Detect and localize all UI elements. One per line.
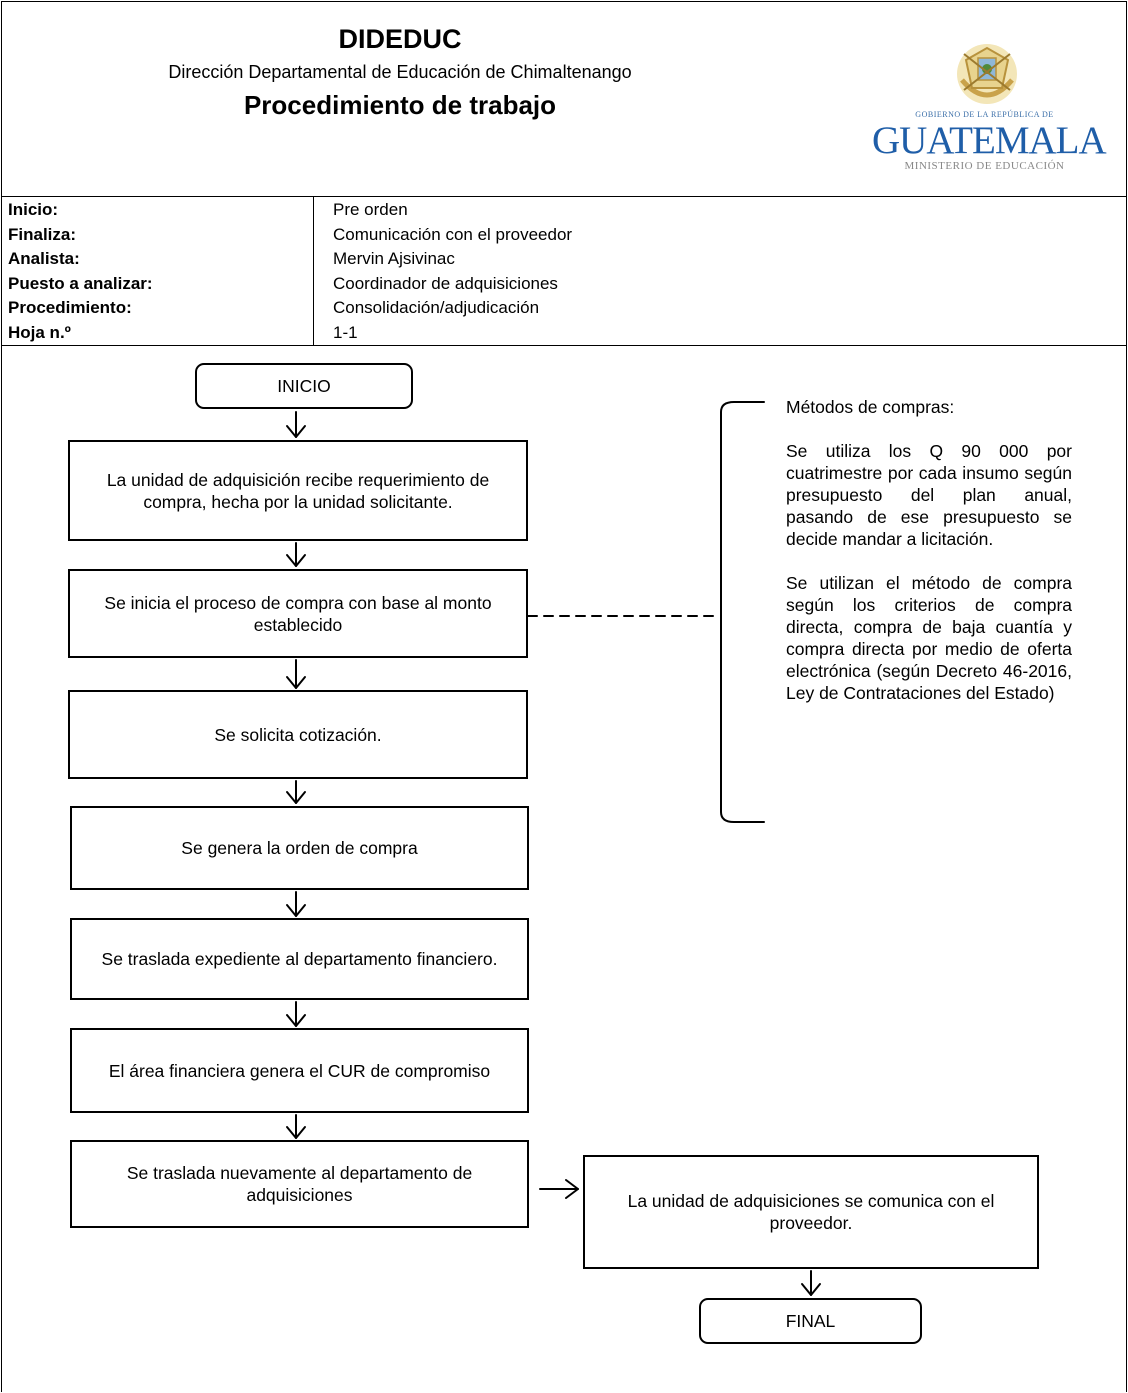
document-title: Procedimiento de trabajo [243,90,557,120]
flow-end-terminal: FINAL [699,1298,922,1344]
info-value-procedimiento: Consolidación/adjudicación [333,298,540,317]
flow-start-terminal: INICIO [195,363,413,409]
logo-main-text: GUATEMALA [872,119,1107,162]
coat-of-arms-icon [957,44,1017,104]
org-title: DIDEDUC [338,24,462,54]
logo-small-text: GOBIERNO DE LA REPÚBLICA DE [915,110,1054,119]
note-paragraph-2: Se utilizan el método de compra según lo… [786,573,1072,703]
arrow-down-1 [286,411,306,438]
flow-step-6: El área financiera genera el CUR de comp… [70,1028,529,1113]
arrow-down-7 [286,1114,306,1139]
org-subtitle: Dirección Departamental de Educación de … [168,62,632,82]
info-value-analista: Mervin Ajsivinac [333,249,455,268]
guatemala-ministry-logo: GOBIERNO DE LA REPÚBLICA DE GUATEMALA MI… [872,40,1107,180]
flow-step-3: Se solicita cotización. [68,690,528,779]
note-title: Métodos de compras: [786,397,955,417]
flow-step-1: La unidad de adquisición recibe requerim… [68,440,528,541]
flow-step-2: Se inicia el proceso de compra con base … [68,569,528,658]
info-label-inicio: Inicio: [8,200,59,219]
info-divider [1,345,1127,346]
info-column-divider [313,196,314,345]
info-label-hoja: Hoja n.º [8,323,71,342]
flow-step-5: Se traslada expediente al departamento f… [70,918,529,1000]
info-label-puesto: Puesto a analizar: [8,274,153,293]
arrow-down-3 [286,659,306,689]
annotation-bracket [720,401,765,823]
arrow-down-9 [801,1270,821,1296]
info-value-finaliza: Comunicación con el proveedor [333,225,573,244]
info-value-inicio: Pre orden [333,200,408,219]
flow-step-7: Se traslada nuevamente al departamento d… [70,1140,529,1228]
info-value-puesto: Coordinador de adquisiciones [333,274,558,293]
info-label-finaliza: Finaliza: [8,225,77,244]
purchase-methods-note: Métodos de compras: Se utiliza los Q 90 … [786,396,1072,704]
note-paragraph-1: Se utiliza los Q 90 000 por cuatrimestre… [786,441,1072,549]
arrow-right-8 [539,1179,579,1199]
arrow-down-6 [286,1001,306,1027]
arrow-down-5 [286,891,306,917]
header-divider [1,196,1127,197]
info-value-hoja: 1-1 [333,323,358,342]
info-label-analista: Analista: [8,249,80,268]
arrow-down-2 [286,542,306,567]
info-label-procedimiento: Procedimiento: [8,298,132,317]
flow-step-4: Se genera la orden de compra [70,806,529,890]
flow-side-step: La unidad de adquisiciones se comunica c… [583,1155,1039,1269]
arrow-down-4 [286,780,306,804]
logo-sub-text: MINISTERIO DE EDUCACIÓN [904,160,1065,172]
